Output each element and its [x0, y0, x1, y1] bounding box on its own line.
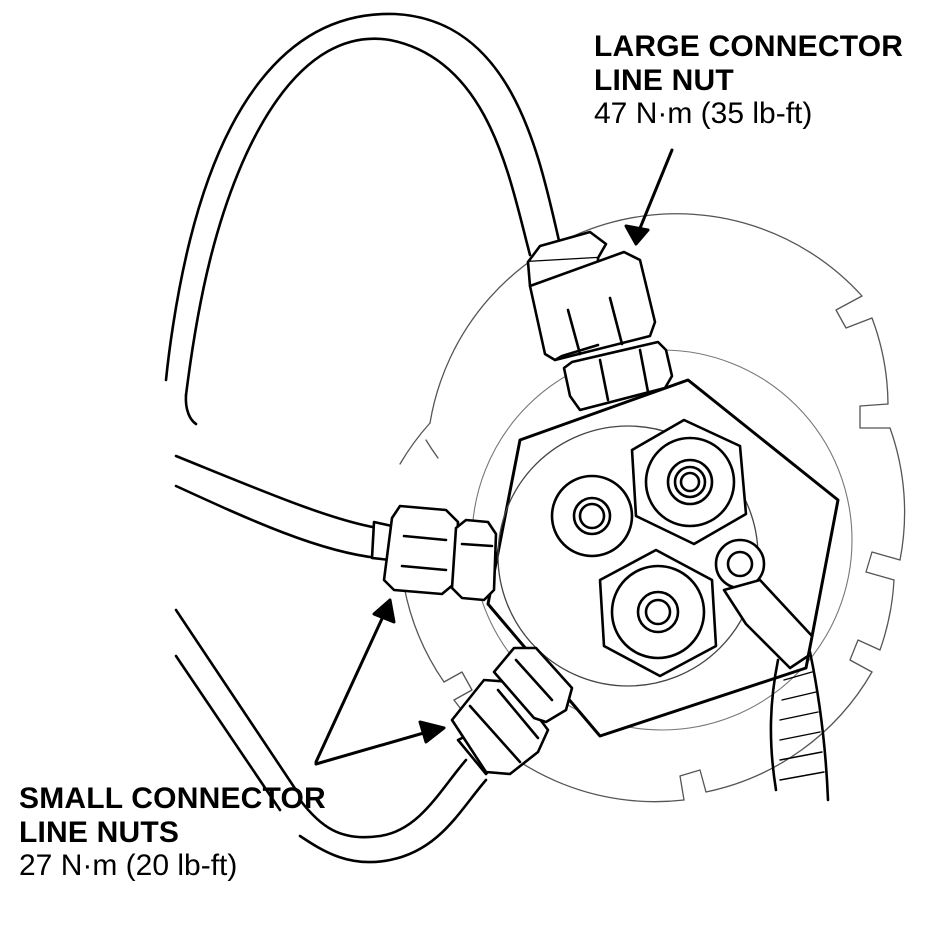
left-small-connector-line-nut [370, 504, 498, 602]
mounting-plate [399, 213, 906, 803]
ground-wire [769, 650, 830, 802]
large-connector-title-line2: LINE NUT [594, 63, 734, 97]
leader-arrow-small-1 [314, 598, 396, 764]
bottom-loop-line [174, 608, 488, 864]
leader-arrow-small-2 [314, 720, 446, 766]
large-connector-callout: LARGE CONNECTOR LINE NUT 47 N·m (35 lb-f… [594, 30, 903, 131]
small-connector-callout: SMALL CONNECTOR LINE NUTS 27 N·m (20 lb-… [19, 782, 326, 883]
large-connector-title-line1: LARGE CONNECTOR [594, 30, 904, 63]
leader-arrow-large [624, 148, 674, 246]
hex-fitting-lower [598, 548, 718, 678]
top-loop-line [164, 12, 562, 426]
large-connector-torque: 47 N·m (35 lb-ft) [594, 97, 813, 131]
ground-terminal [714, 538, 814, 670]
small-connector-title-line2: LINE NUTS [19, 815, 180, 849]
small-connector-title-line1: SMALL CONNECTOR [19, 782, 326, 815]
hex-fitting-upper [630, 418, 748, 546]
large-connector-line-nut [526, 230, 674, 412]
bottom-small-connector-line-nut [450, 646, 574, 776]
round-plug [550, 474, 634, 558]
small-connector-torque: 27 N·m (20 lb-ft) [19, 849, 238, 883]
left-line [174, 454, 380, 560]
